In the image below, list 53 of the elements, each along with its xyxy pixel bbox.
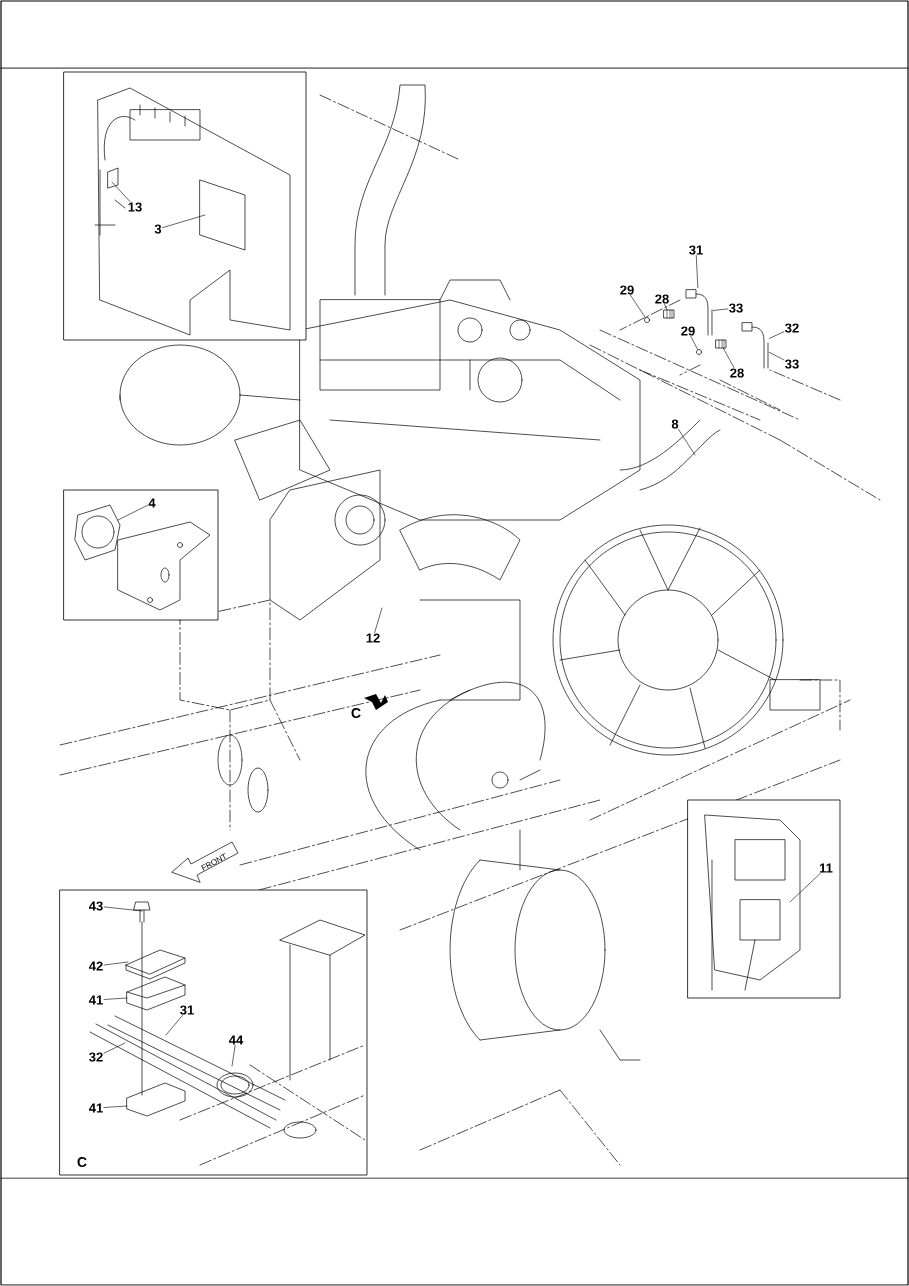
inset-frame	[687, 799, 841, 999]
leader-line	[769, 352, 785, 361]
callout-number: 32	[785, 323, 799, 333]
leader-line	[111, 181, 131, 202]
inset-frame	[63, 71, 307, 341]
leader-line	[103, 997, 128, 1000]
leader-line	[695, 255, 699, 288]
fitting	[663, 309, 675, 319]
leader-line	[789, 873, 821, 903]
view-label: C	[351, 708, 361, 718]
callout-number: 33	[729, 303, 743, 313]
elbow-tube	[741, 322, 769, 369]
callout-number: 44	[228, 1035, 244, 1045]
callout-number: 28	[655, 294, 669, 304]
leader-line	[723, 348, 735, 368]
callout-number: 33	[785, 359, 799, 369]
leader-line	[103, 906, 143, 912]
view-label: C	[77, 1157, 87, 1167]
fitting	[715, 339, 727, 349]
washer	[696, 349, 702, 355]
leader-line	[117, 504, 148, 521]
leader-line	[103, 961, 129, 966]
callout-number: 28	[730, 368, 744, 378]
callout-number: 29	[620, 285, 634, 295]
callout-number: 31	[180, 1005, 194, 1015]
callout-number: 3	[154, 224, 162, 234]
callout-number: 41	[88, 995, 103, 1005]
callout-number: 13	[128, 202, 142, 212]
callout-number: 29	[681, 326, 695, 336]
inset-frame	[63, 489, 219, 621]
leader-line	[769, 331, 785, 339]
leader-line	[165, 1015, 183, 1036]
leader-line	[103, 1105, 128, 1108]
leader-line	[713, 308, 729, 311]
leader-line	[690, 336, 698, 350]
callout-number: 31	[689, 245, 703, 255]
leader-line	[630, 295, 646, 318]
inset-frame	[59, 889, 368, 1176]
leader-line	[103, 1042, 126, 1054]
leader-line	[678, 429, 696, 456]
callout-number: 8	[671, 419, 679, 429]
washer	[644, 317, 650, 323]
callout-number: 42	[88, 961, 103, 971]
leader-line	[374, 607, 383, 633]
leader-line	[231, 1045, 236, 1067]
callout-number: 4	[148, 498, 156, 508]
callout-number: 32	[89, 1052, 103, 1062]
callout-number: 41	[88, 1103, 103, 1113]
callout-number: 12	[366, 633, 380, 643]
leader-line	[162, 214, 206, 228]
callout-number: 11	[819, 863, 833, 873]
leader-line	[664, 304, 668, 310]
callout-number: 43	[88, 901, 103, 911]
